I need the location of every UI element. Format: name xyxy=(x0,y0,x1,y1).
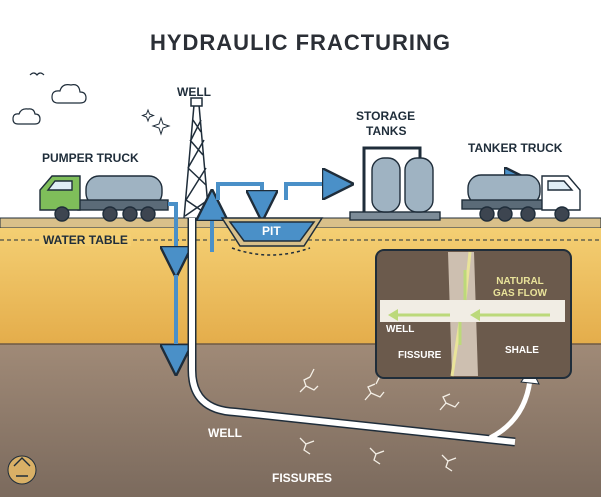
detail-inset xyxy=(375,249,572,379)
bird-icon xyxy=(29,72,45,76)
inset-gas-flow-1: NATURAL xyxy=(496,276,544,287)
tanker-truck xyxy=(461,174,581,222)
label-pit: PIT xyxy=(262,224,281,238)
sparkle-icon xyxy=(141,108,155,123)
label-storage-tanks-1: STORAGE xyxy=(356,109,416,123)
cloud-icon xyxy=(12,108,41,125)
label-well-bottom: WELL xyxy=(208,426,242,440)
label-pumper-truck: PUMPER TRUCK xyxy=(42,151,139,165)
diagram-title: HYDRAULIC FRACTURING xyxy=(149,30,452,55)
sparkle-icon xyxy=(151,116,171,136)
label-tanker-truck: TANKER TRUCK xyxy=(468,141,563,155)
pit xyxy=(220,217,324,256)
fissure-cracks xyxy=(299,368,460,472)
label-water-table: WATER TABLE xyxy=(40,234,131,246)
label-well-top: WELL xyxy=(177,85,211,99)
inset-fissure: FISSURE xyxy=(398,350,442,361)
label-fissures: FISSURES xyxy=(272,471,333,485)
inset-well: WELL xyxy=(386,324,415,335)
label-storage-tanks-2: TANKS xyxy=(366,124,407,138)
well-derrick xyxy=(183,97,210,219)
pumper-truck xyxy=(39,175,176,222)
inset-gas-flow-2: GAS FLOW xyxy=(493,288,547,299)
well-bore-inner xyxy=(189,218,516,445)
inset-shale: SHALE xyxy=(505,345,539,356)
watermark-logo xyxy=(7,455,37,485)
storage-tanks xyxy=(349,146,441,221)
flow-arrow xyxy=(488,379,533,441)
cloud-icon xyxy=(51,84,87,104)
